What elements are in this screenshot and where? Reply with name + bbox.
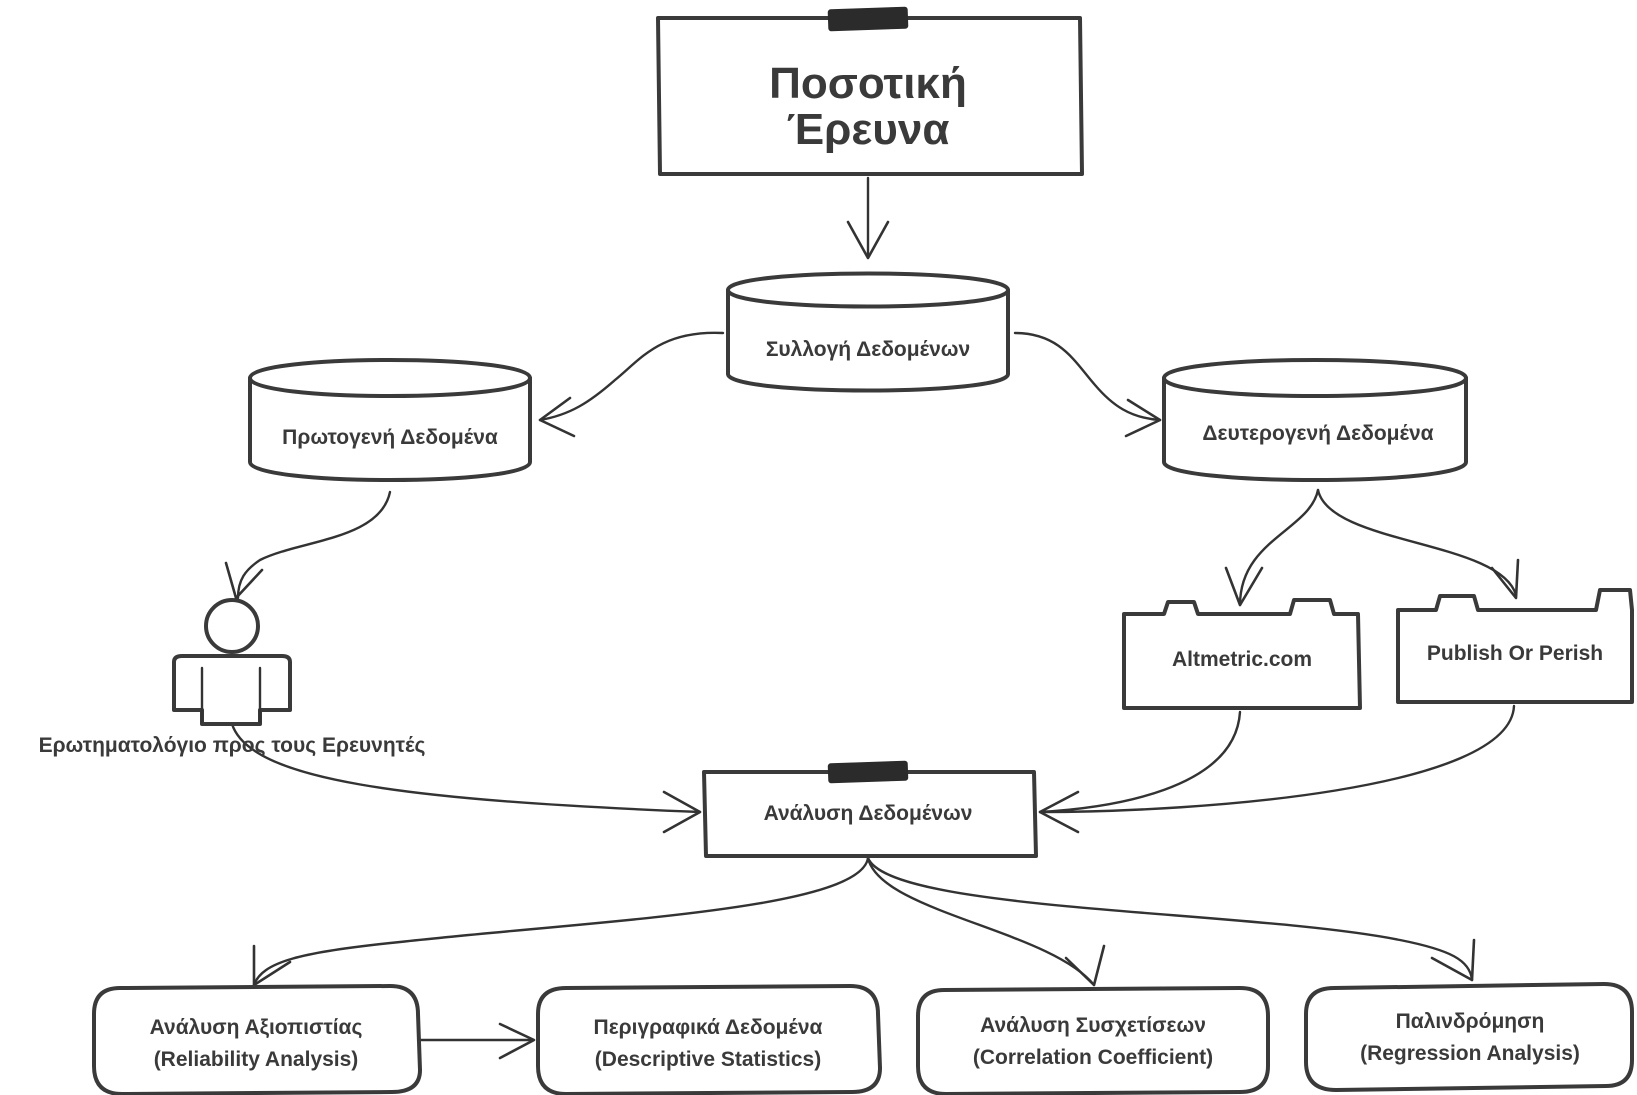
edge-secondary-to-altmetric <box>1238 488 1320 607</box>
node-regression: Παλινδρόμηση (Regression Analysis) <box>1304 982 1634 1092</box>
edge-primary-to-questionnaire <box>236 490 392 600</box>
arrowhead-reliability <box>252 944 292 987</box>
reliability-label-line1: Ανάλυση Αξιοπιστίας <box>150 1016 363 1039</box>
edge-analysis-to-correlation <box>866 856 1096 987</box>
svg-text:Ποσοτική: Ποσοτική <box>769 59 967 108</box>
arrowhead-primary <box>538 396 576 438</box>
descriptive-label-line2: (Descriptive Statistics) <box>595 1048 821 1071</box>
arrowhead-questionnaire <box>224 561 264 600</box>
arrowhead-collection <box>846 220 890 260</box>
svg-text:(Regression Analysis): (Regression Analysis) <box>1360 1042 1580 1065</box>
node-publish-or-perish: Publish Or Perish <box>1396 588 1634 704</box>
data-analysis-label: Ανάλυση Δεδομένων <box>764 802 973 825</box>
node-quantitative-research: Ποσοτική Έρευνα <box>656 6 1084 176</box>
svg-text:(Descriptive Statistics): (Descriptive Statistics) <box>595 1048 821 1071</box>
arrowhead-altmetric <box>1224 566 1264 607</box>
svg-text:(Reliability Analysis): (Reliability Analysis) <box>154 1048 359 1071</box>
arrowhead-analysis-left <box>662 790 702 834</box>
svg-text:Έρευνα: Έρευνα <box>787 105 950 154</box>
node-altmetric: Altmetric.com <box>1122 598 1362 710</box>
node-correlation-analysis: Ανάλυση Συσχετίσεων (Correlation Coeffic… <box>916 986 1270 1095</box>
research-title-line2: Έρευνα <box>787 105 950 154</box>
edges <box>224 176 1520 1060</box>
descriptive-label-line1: Περιγραφικά Δεδομένα <box>594 1016 823 1039</box>
node-data-collection: Συλλογή Δεδομένων <box>726 271 1010 393</box>
svg-text:Ανάλυση Συσχετίσεων: Ανάλυση Συσχετίσεων <box>980 1014 1206 1037</box>
research-title-line1: Ποσοτική <box>769 59 967 108</box>
edge-collection-to-primary <box>538 331 725 422</box>
arrowhead-analysis-right <box>1038 790 1080 834</box>
data-collection-label: Συλλογή Δεδομένων <box>766 338 970 361</box>
node-data-analysis: Ανάλυση Δεδομένων <box>702 760 1038 858</box>
arrowhead-descriptive <box>498 1022 536 1060</box>
correlation-label-line1: Ανάλυση Συσχετίσεων <box>980 1014 1206 1037</box>
edge-pop-to-analysis <box>1038 704 1516 814</box>
arrowhead-correlation <box>1064 944 1106 987</box>
tape-icon <box>827 6 909 32</box>
node-secondary-data: Δευτερογενή Δεδομένα <box>1162 358 1468 482</box>
regression-label-line2: (Regression Analysis) <box>1360 1042 1580 1065</box>
arrowhead-secondary <box>1124 398 1162 438</box>
questionnaire-label: Ερωτηματολόγιο προς τους Ερευνητές <box>39 734 426 757</box>
folder-icon <box>1396 588 1634 704</box>
svg-text:Ανάλυση Αξιοπιστίας: Ανάλυση Αξιοπιστίας <box>150 1016 363 1039</box>
svg-text:Περιγραφικά Δεδομένα: Περιγραφικά Δεδομένα <box>594 1016 823 1039</box>
edge-altmetric-to-analysis <box>1038 710 1242 814</box>
folder-icon <box>1122 598 1362 710</box>
node-primary-data: Πρωτογενή Δεδομένα <box>248 358 532 482</box>
edge-collection-to-secondary <box>1013 331 1162 422</box>
correlation-label-line2: (Correlation Coefficient) <box>973 1046 1213 1069</box>
edge-analysis-to-regression <box>866 856 1474 982</box>
person-icon <box>172 598 292 726</box>
node-reliability-analysis: Ανάλυση Αξιοπιστίας (Reliability Analysi… <box>92 984 422 1095</box>
reliability-label-line2: (Reliability Analysis) <box>154 1048 359 1071</box>
tape-icon <box>827 760 909 784</box>
secondary-data-label: Δευτερογενή Δεδομένα <box>1202 422 1433 445</box>
edge-questionnaire-to-analysis <box>230 722 702 814</box>
edge-secondary-to-pop <box>1316 488 1518 597</box>
arrowhead-pop <box>1490 558 1520 600</box>
primary-data-label: Πρωτογενή Δεδομένα <box>282 426 498 449</box>
node-descriptive-statistics: Περιγραφικά Δεδομένα (Descriptive Statis… <box>536 984 882 1095</box>
node-questionnaire: Ερωτηματολόγιο προς τους Ερευνητές <box>39 598 426 757</box>
regression-label-line1: Παλινδρόμηση <box>1396 1010 1545 1033</box>
publish-or-perish-label: Publish Or Perish <box>1427 642 1603 665</box>
altmetric-label: Altmetric.com <box>1172 648 1312 671</box>
arrowhead-regression <box>1430 938 1476 982</box>
svg-text:(Correlation Coefficient): (Correlation Coefficient) <box>973 1046 1213 1069</box>
svg-text:Παλινδρόμηση: Παλινδρόμηση <box>1396 1010 1545 1033</box>
edge-analysis-to-reliability <box>252 856 870 987</box>
